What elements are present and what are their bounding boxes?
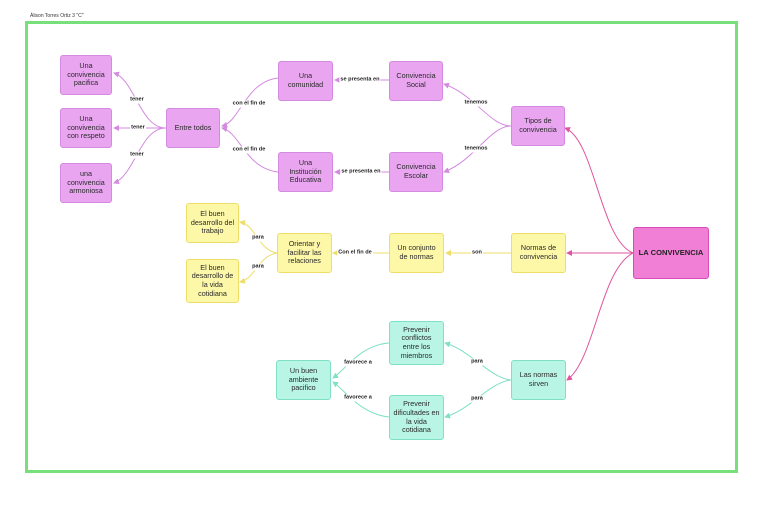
node-normas-de-convivencia[interactable]: Normas de convivencia	[511, 233, 566, 273]
root-node-la-convivencia[interactable]: LA CONVIVENCIA	[633, 227, 709, 279]
link-label-tener: tener	[130, 124, 146, 132]
node-desarrollo-vida-cotidiana[interactable]: El buen desarrollo de la vida cotidiana	[186, 259, 239, 303]
diagram-frame	[25, 21, 738, 473]
node-desarrollo-del-trabajo[interactable]: El buen desarrollo del trabajo	[186, 203, 239, 243]
link-label-para: para	[470, 395, 484, 403]
node-entre-todos[interactable]: Entre todos	[166, 108, 220, 148]
node-institucion-educativa[interactable]: Una Institución Educativa	[278, 152, 333, 192]
node-convivencia-con-respeto[interactable]: Una convivencia con respeto	[60, 108, 112, 148]
node-convivencia-social[interactable]: Convivencia Social	[389, 61, 443, 101]
node-convivencia-escolar[interactable]: Convivencia Escolar	[389, 152, 443, 192]
link-label-con-el-fin-de: Con el fin de	[337, 249, 373, 257]
node-prevenir-conflictos[interactable]: Prevenir conflictos entre los miembros	[389, 321, 444, 365]
node-convivencia-armoniosa[interactable]: una convivencia armoniosa	[60, 163, 112, 203]
node-una-comunidad[interactable]: Una comunidad	[278, 61, 333, 101]
link-label-para: para	[470, 358, 484, 366]
node-convivencia-pacifica[interactable]: Una convivencia pacifica	[60, 55, 112, 95]
node-buen-ambiente-pacifico[interactable]: Un buen ambiente pacifico	[276, 360, 331, 400]
node-conjunto-de-normas[interactable]: Un conjunto de normas	[389, 233, 444, 273]
author-caption: Álison Torres Ortiz 3 "C"	[30, 13, 84, 19]
link-label-tener: tener	[129, 96, 145, 104]
link-label-favorece-a: favorece a	[343, 394, 373, 402]
link-label-con-el-fin-de: con el fin de	[231, 100, 267, 108]
link-label-con-el-fin-de: con el fin de	[231, 146, 267, 154]
node-orientar-relaciones[interactable]: Orientar y facilitar las relaciones	[277, 233, 332, 273]
link-label-para: para	[251, 263, 265, 271]
link-label-son: son	[471, 249, 483, 257]
link-label-para: para	[251, 234, 265, 242]
link-label-tenemos: tenemos	[463, 145, 489, 153]
node-prevenir-dificultades[interactable]: Prevenir dificultades en la vida cotidia…	[389, 395, 444, 440]
link-label-tenemos: tenemos	[463, 99, 489, 107]
link-label-favorece-a: favorece a	[343, 359, 373, 367]
link-label-tener: tener	[129, 151, 145, 159]
node-tipos-de-convivencia[interactable]: Tipos de convivencia	[511, 106, 565, 146]
node-las-normas-sirven[interactable]: Las normas sirven	[511, 360, 566, 400]
link-label-se-presenta-en: se presenta en	[340, 168, 382, 176]
link-label-se-presenta-en: se presenta en	[339, 76, 381, 84]
